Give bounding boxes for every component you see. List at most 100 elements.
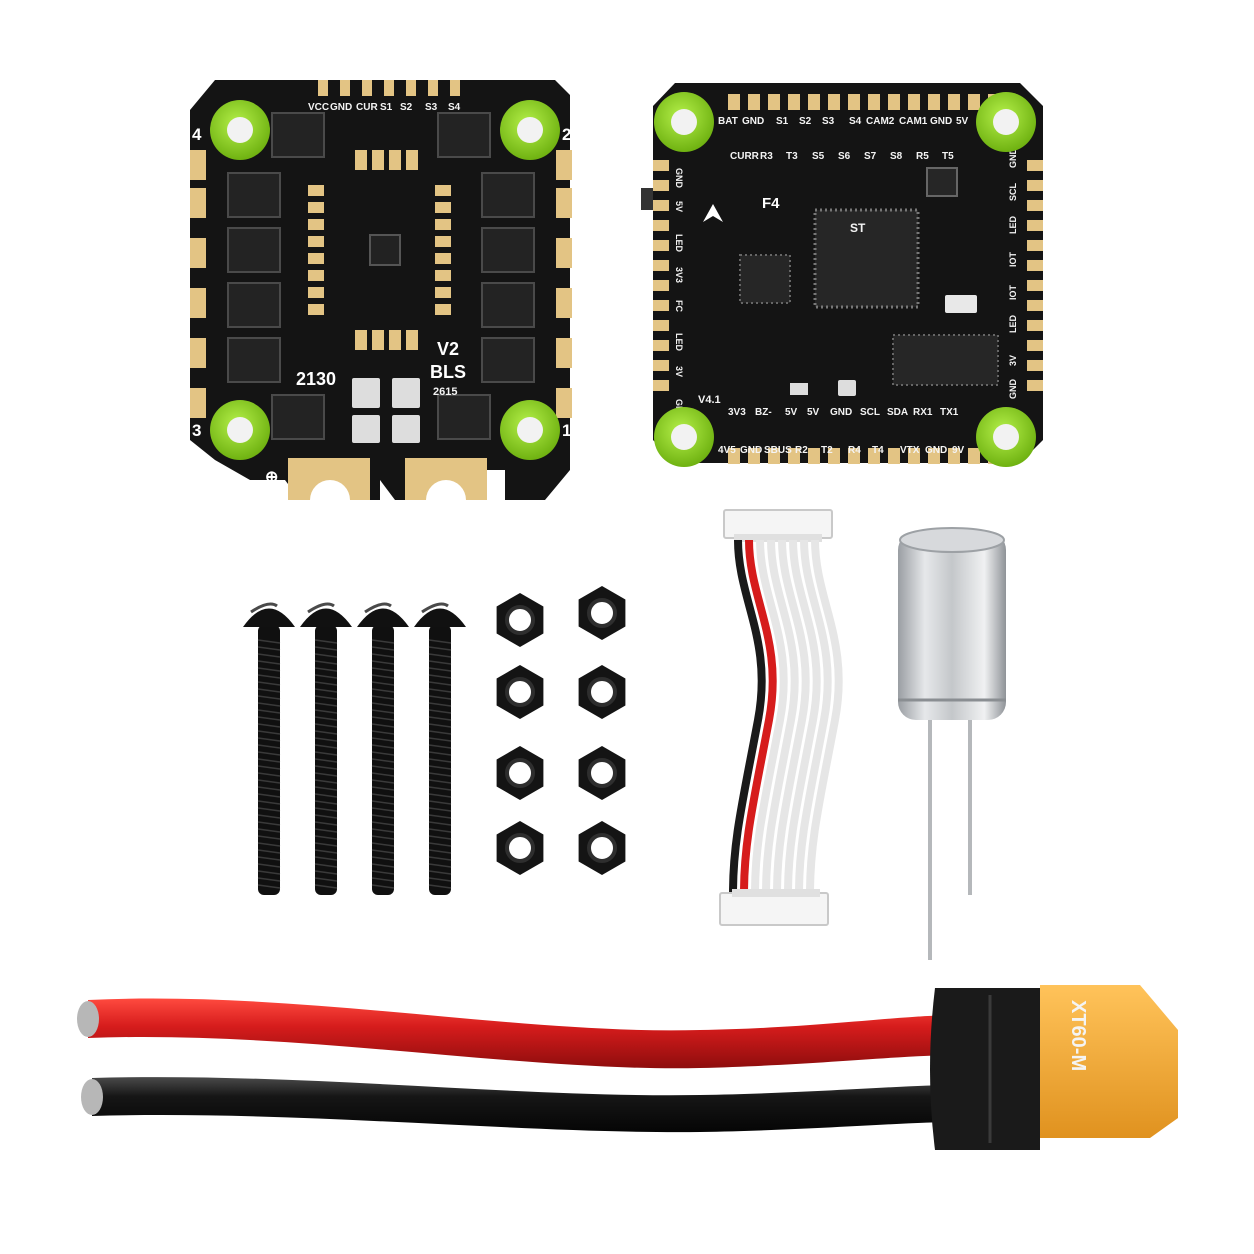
fc-pad (968, 94, 980, 110)
esc-mosfet (227, 337, 281, 383)
mounting-screws (243, 602, 466, 895)
fc-pad (888, 448, 900, 464)
esc-model-label: 2130 (296, 369, 336, 389)
fc-side-label: 3V (1008, 355, 1018, 366)
esc-side-pad (190, 150, 206, 180)
esc-side-pad (190, 388, 206, 418)
hex-nut (578, 586, 626, 640)
fc-pad-label: CURR (730, 151, 760, 162)
fc-pad-label: S4 (849, 116, 862, 127)
fc-pad (828, 94, 840, 110)
fc-pad-label: 5V (785, 407, 798, 418)
fc-pad (848, 448, 860, 464)
esc-mosfet (271, 112, 325, 158)
esc-smd-cap (392, 415, 420, 443)
fc-side-pad (1027, 240, 1043, 251)
fc-mcu-logo: ST (850, 221, 866, 235)
jst-wire (806, 539, 843, 894)
fc-pad (928, 448, 940, 464)
fc-pad-label: 5V (807, 407, 820, 418)
fc-pad-label: S6 (838, 151, 851, 162)
esc-passive-pad (308, 253, 324, 264)
esc-side-pad (556, 338, 572, 368)
fc-side-button (641, 188, 653, 210)
fc-pad-label: R2 (795, 445, 808, 456)
fc-pad-label: R3 (760, 151, 773, 162)
esc-pad-label: S3 (425, 102, 438, 113)
fc-pad-label: GND (830, 407, 852, 418)
jst-wire (762, 539, 799, 894)
jst-cable (719, 509, 843, 926)
esc-passive-pad (372, 150, 384, 170)
fc-pad-label: 9V (952, 445, 965, 456)
hex-nut (496, 593, 544, 647)
fc-pad (808, 94, 820, 110)
esc-signal-pad (450, 80, 460, 96)
fc-pad (748, 448, 760, 464)
jst-wire (751, 539, 788, 894)
esc-pad-label: CUR (356, 102, 378, 113)
fc-side-pad (653, 300, 669, 311)
esc-passive-pad (355, 330, 367, 350)
fc-pad-label: BAT (718, 116, 738, 127)
esc-inductor (369, 234, 401, 266)
hex-nut (496, 746, 544, 800)
esc-side-pad (190, 288, 206, 318)
fc-pad-label: SBUS (764, 445, 792, 456)
fc-pad (788, 94, 800, 110)
esc-passive-pad (435, 270, 451, 281)
esc-passive-pad (435, 185, 451, 196)
fc-pad-label: T4 (872, 445, 884, 456)
fc-side-label: GND (1008, 148, 1018, 169)
jst-connector-top (723, 509, 833, 539)
fc-side-pad (653, 340, 669, 351)
fc-side-label: FC (674, 300, 684, 312)
jst-wire (740, 539, 777, 894)
esc-side-pad (556, 288, 572, 318)
esc-firmware-label: BLS (430, 362, 466, 382)
esc-polarity-minus: ⊖ (490, 469, 503, 486)
fc-side-label: SCL (1008, 182, 1018, 201)
esc-polarity-plus: ⊕ (265, 469, 278, 486)
fc-pad-label: VTX (900, 445, 920, 456)
esc-passive-pad (308, 287, 324, 298)
fc-pad (728, 448, 740, 464)
fc-side-pad (1027, 220, 1043, 231)
fc-pad (888, 94, 900, 110)
esc-mosfet (271, 394, 325, 440)
fc-pad (748, 94, 760, 110)
fc-side-pad (653, 320, 669, 331)
fc-pad-label: GND (742, 116, 764, 127)
hex-nut (578, 665, 626, 719)
fc-side-pad (653, 220, 669, 231)
fc-baro-chip (926, 167, 958, 197)
fc-side-label: LED (1008, 215, 1018, 234)
fc-pad (868, 94, 880, 110)
esc-passive-pad (435, 304, 451, 315)
fc-pad-label: S5 (812, 151, 825, 162)
fc-side-label: LED (674, 234, 684, 253)
esc-mosfet (227, 282, 281, 328)
fc-pad (728, 94, 740, 110)
red-wire-tip (77, 1001, 99, 1037)
fc-pad-label: S3 (822, 116, 835, 127)
red-wire (88, 998, 960, 1069)
screw (357, 602, 409, 895)
fc-pad-label: SCL (860, 407, 880, 418)
fc-side-label: LED (674, 333, 684, 352)
fc-pad (788, 448, 800, 464)
black-wire-tip (81, 1079, 103, 1115)
esc-pad-label: S4 (448, 102, 461, 113)
screw (243, 602, 295, 895)
esc-mount-number: 3 (192, 421, 201, 440)
fc-pad-label: T5 (942, 151, 954, 162)
fc-crystal-small (838, 380, 856, 396)
fc-pad (948, 448, 960, 464)
esc-mosfet (227, 172, 281, 218)
fc-pad (868, 448, 880, 464)
esc-side-pad (190, 338, 206, 368)
esc-grommet-top-right (500, 100, 560, 160)
fc-pad-label: S1 (776, 116, 789, 127)
hex-nut (578, 746, 626, 800)
